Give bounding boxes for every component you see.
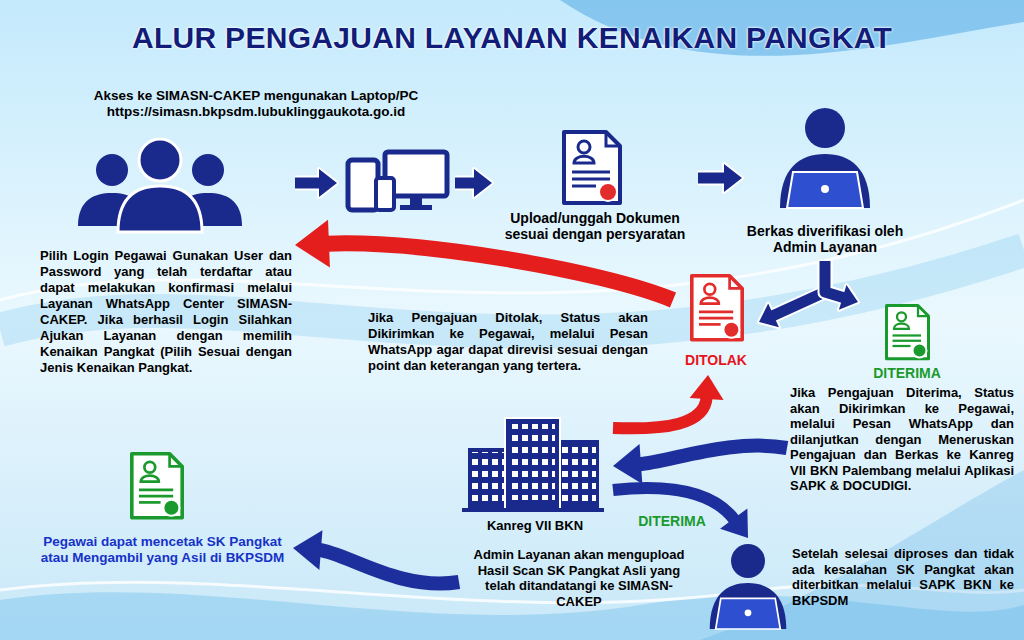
arrow-line <box>295 178 321 189</box>
step-text: Admin Layanan akan mengupload Hasil Scan… <box>465 547 693 609</box>
flow-arrow <box>698 164 742 192</box>
arrow-outline <box>455 176 476 191</box>
final-document-icon <box>132 454 182 518</box>
arrow-outline <box>772 261 825 316</box>
step-node: Upload/unggah Dokumen sesuai dengan pers… <box>495 128 695 245</box>
admin-icon <box>710 544 787 629</box>
status-label: DITERIMA <box>827 365 987 382</box>
flow-arrow <box>295 169 337 197</box>
arrow-head <box>319 169 337 197</box>
people-group-icon <box>78 139 242 232</box>
status-label: DITOLAK <box>676 352 756 369</box>
arrow-head <box>720 509 748 538</box>
split-arrow <box>825 261 858 310</box>
admin-icon <box>780 108 870 208</box>
arrow-line <box>327 243 673 300</box>
step-text: Pegawai dapat mencetak SK Pangkat atau M… <box>35 534 290 565</box>
arrow-line <box>319 550 459 584</box>
arrow-line <box>639 446 787 465</box>
split-arrow <box>759 261 825 327</box>
accept-arrow <box>613 488 748 538</box>
flow-arrow <box>455 169 492 197</box>
forward-arrow <box>613 444 787 484</box>
arrow-outline <box>319 169 337 197</box>
office-name: Kanreg VII BKN <box>460 518 610 534</box>
reject-arrow <box>613 375 724 428</box>
process-note: Setelah selesai diproses dan tidak ada k… <box>792 546 1014 608</box>
arrow-head <box>613 444 642 484</box>
arrow-outline <box>474 169 492 197</box>
arrow-head <box>295 220 330 268</box>
document-icon <box>564 132 620 203</box>
arrow-head <box>724 164 742 192</box>
step-node: Pilih Login Pegawai Gunakan User dan Pas… <box>40 140 292 379</box>
arrow-head <box>759 304 779 328</box>
office-node: Kanreg VII BKN <box>460 412 610 537</box>
arrow-head <box>293 530 322 570</box>
step-text: Jika Pengajuan Diterima, Status akan Dik… <box>790 385 1014 494</box>
office-building-icon <box>462 418 604 512</box>
status-node: DITERIMA Jika Pengajuan Diterima, Status … <box>790 305 1014 497</box>
step-text: Berkas diverifikasi oleh Admin Layanan <box>745 223 905 255</box>
arrow-line <box>455 178 476 189</box>
arrow-outline <box>825 261 845 298</box>
step-text: Upload/unggah Dokumen sesuai dengan pers… <box>495 210 695 242</box>
arrow-outline <box>295 176 321 191</box>
arrow-line <box>772 261 825 316</box>
arrow-line <box>698 173 726 184</box>
return-arrow <box>293 530 459 583</box>
step-node: Admin Layanan akan mengupload Hasil Scan… <box>462 541 790 631</box>
access-note: Akses ke SIMASN-CAKEP mengunakan Laptop/… <box>40 88 472 120</box>
arrow-head <box>690 375 724 400</box>
step-text: Pilih Login Pegawai Gunakan User dan Pas… <box>40 248 292 376</box>
diagram-title: ALUR PENGAJUAN LAYANAN KENAIKAN PANGKAT <box>0 20 1024 56</box>
arrow-head <box>474 169 492 197</box>
rejected-document-icon <box>692 276 742 340</box>
arrow-outline <box>698 171 726 186</box>
arrow-line <box>825 261 845 298</box>
step-node: Pegawai dapat mencetak SK Pangkat atau M… <box>35 452 290 568</box>
arrow-line <box>613 397 707 428</box>
arrow-head <box>839 285 858 310</box>
accepted-document-icon <box>887 306 929 359</box>
devices-icon <box>348 152 447 210</box>
status-label: DITERIMA <box>626 513 718 530</box>
step-node: Berkas diverifikasi oleh Admin Layanan <box>745 115 905 258</box>
step-node: Akses ke SIMASN-CAKEP mengunakan Laptop/… <box>340 150 452 222</box>
reject-note: Jika Pengajuan Ditolak, Status akan Diki… <box>368 310 648 374</box>
arrow-outline <box>724 164 742 192</box>
status-node: DITOLAK <box>676 272 756 372</box>
